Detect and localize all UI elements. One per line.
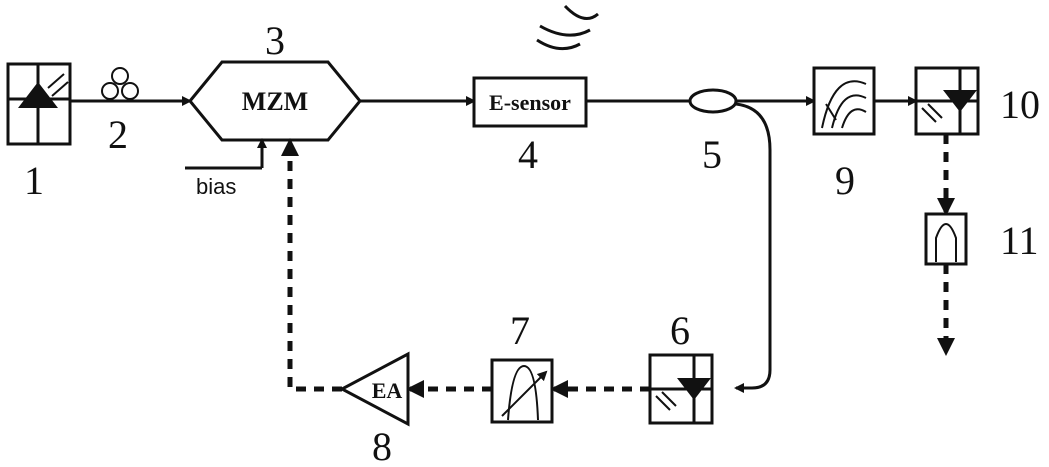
e-sensor-label: E-sensor bbox=[489, 90, 571, 115]
label-3: 3 bbox=[265, 18, 285, 63]
fiber-coil-icon bbox=[101, 67, 139, 100]
electrical-amplifier: EA bbox=[338, 351, 410, 427]
ea-label: EA bbox=[372, 378, 403, 403]
coupler bbox=[688, 88, 738, 114]
label-6: 6 bbox=[670, 308, 690, 353]
label-2: 2 bbox=[108, 112, 128, 157]
electrical-filter-icon bbox=[935, 223, 957, 262]
bias-input: bias bbox=[185, 138, 267, 199]
optical-filter bbox=[812, 66, 876, 136]
tunable-filter bbox=[490, 358, 554, 424]
photodetector-icon bbox=[650, 355, 712, 423]
mzm-modulator: MZM bbox=[188, 60, 362, 142]
electrical-feedback-to-mzm bbox=[281, 138, 342, 392]
laser-source bbox=[6, 62, 72, 146]
e-sensor: E-sensor bbox=[472, 76, 588, 128]
label-11: 11 bbox=[1000, 218, 1039, 263]
electrical-filter bbox=[924, 212, 968, 266]
label-1: 1 bbox=[24, 158, 44, 203]
bias-label: bias bbox=[196, 174, 236, 199]
label-8: 8 bbox=[372, 424, 392, 467]
photodetector-top bbox=[914, 66, 980, 136]
photodetector-icon bbox=[916, 68, 978, 134]
photodetector-feedback bbox=[648, 353, 714, 425]
wireless-signal-icon bbox=[536, 4, 599, 51]
feedback-fiber bbox=[734, 102, 772, 393]
label-7: 7 bbox=[510, 308, 530, 353]
label-9: 9 bbox=[835, 158, 855, 203]
label-5: 5 bbox=[702, 132, 722, 177]
label-10: 10 bbox=[1000, 82, 1040, 127]
laser-source-icon bbox=[8, 64, 70, 144]
electrical-filter-icon bbox=[501, 364, 548, 421]
optical-filter-icon bbox=[821, 80, 867, 129]
label-4: 4 bbox=[518, 132, 538, 177]
mzm-label: MZM bbox=[242, 87, 308, 116]
